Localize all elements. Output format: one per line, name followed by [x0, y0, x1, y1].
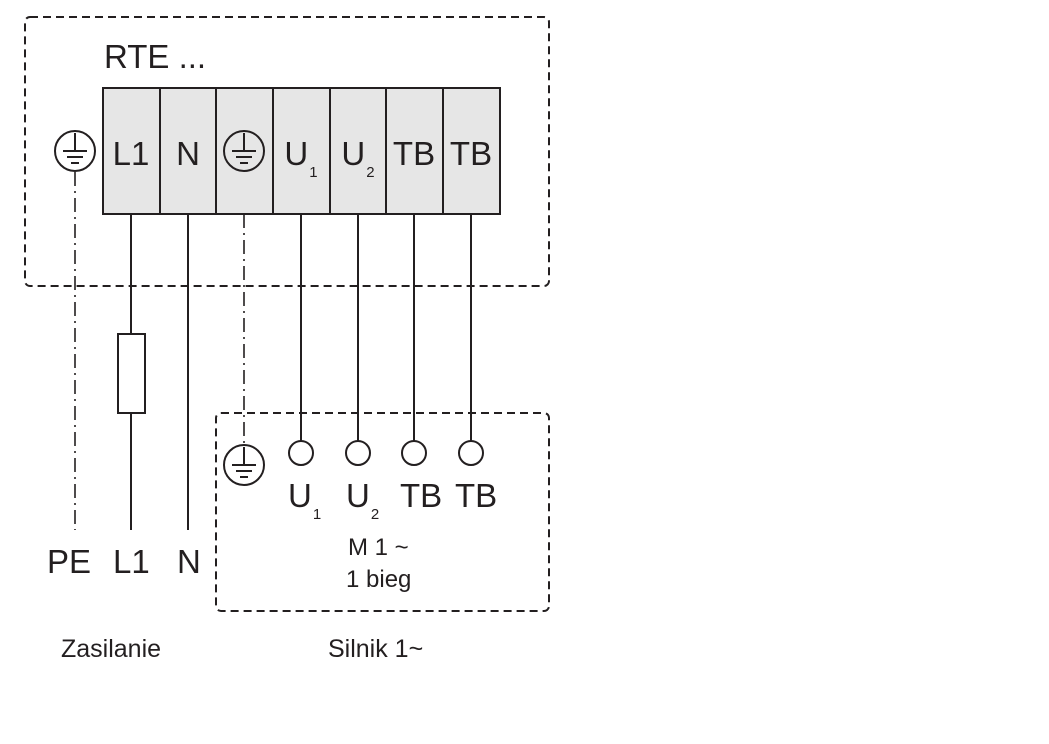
- terminal-label-u1: U1: [273, 135, 329, 180]
- motor-type-line1: M 1 ~: [348, 534, 409, 561]
- motor-label-tb1: TB: [400, 477, 443, 514]
- terminal-label-text: TB: [392, 135, 436, 172]
- supply-label-n: N: [177, 543, 201, 580]
- motor-caption: Silnik 1~: [328, 635, 424, 663]
- ground-icon: [223, 444, 265, 486]
- terminal-TB1: [385, 87, 444, 215]
- motor-terminal-u1: [288, 440, 314, 466]
- terminal-label-text: U: [284, 135, 309, 172]
- motor-label-sub: 2: [370, 506, 380, 523]
- terminal-block: [102, 87, 501, 215]
- supply-label-pe: PE: [47, 543, 92, 580]
- motor-terminal-tb1: [401, 440, 427, 466]
- motor-terminal-u2: [345, 440, 371, 466]
- motor-label-u2: U2: [346, 477, 379, 522]
- terminal-label-text: U: [341, 135, 366, 172]
- fuse-symbol: [117, 333, 146, 414]
- motor-label-text: U: [288, 477, 312, 514]
- motor-label-text: U: [346, 477, 370, 514]
- terminal-label-l1: L1: [103, 137, 159, 170]
- motor-label-sub: 1: [312, 506, 322, 523]
- terminal-N: [159, 87, 217, 215]
- controller-enclosure: [24, 16, 550, 287]
- supply-label-l1: L1: [113, 543, 150, 580]
- terminal-L1: [102, 87, 161, 215]
- terminal-label-u2: U2: [330, 135, 386, 180]
- motor-label-tb2: TB: [455, 477, 498, 514]
- terminal-label-n: N: [160, 137, 216, 170]
- terminal-label-text: L1: [112, 135, 150, 172]
- terminal-label-tb2: TB: [443, 137, 499, 170]
- motor-type-line2: 1 bieg: [346, 566, 412, 593]
- supply-caption: Zasilanie: [61, 635, 162, 663]
- motor-label-u1: U1: [288, 477, 321, 522]
- terminal-label-text: N: [176, 135, 200, 172]
- controller-title: RTE ...: [104, 38, 207, 75]
- terminal-label-tb1: TB: [386, 137, 442, 170]
- motor-terminal-tb2: [458, 440, 484, 466]
- motor-enclosure: [215, 412, 550, 612]
- terminal-TB2: [442, 87, 501, 215]
- terminal-U1: [272, 87, 331, 215]
- terminal-label-sub: 2: [366, 164, 375, 181]
- terminal-label-text: TB: [449, 135, 493, 172]
- terminal-label-sub: 1: [309, 164, 318, 181]
- ground-icon: [54, 130, 96, 172]
- ground-icon: [223, 130, 265, 172]
